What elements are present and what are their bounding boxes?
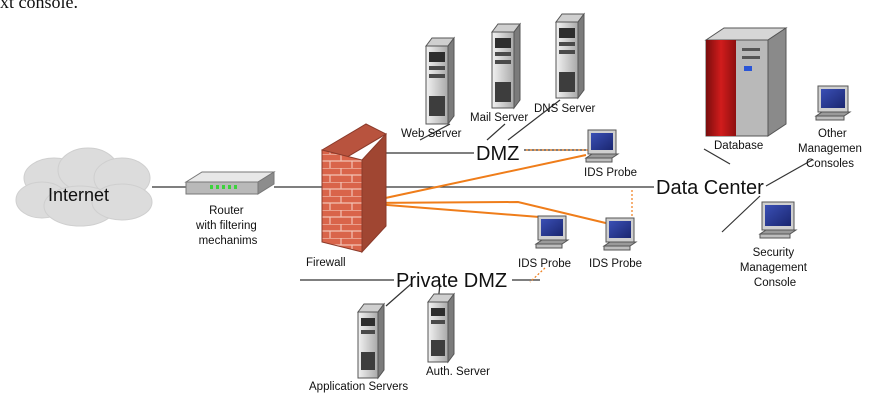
link-security-console bbox=[721, 195, 761, 233]
probe-link-right bbox=[361, 200, 615, 226]
mail-server-label: Mail Server bbox=[470, 112, 528, 124]
ids-probe-top-icon bbox=[584, 129, 620, 163]
dmz-zone-label: DMZ bbox=[476, 143, 519, 165]
other-consoles-icon bbox=[814, 85, 852, 121]
ids-probe-right-icon bbox=[602, 217, 638, 251]
web-server-icon bbox=[425, 36, 455, 126]
ids-probe-top-label: IDS Probe bbox=[584, 167, 637, 179]
internet-label: Internet bbox=[48, 185, 109, 205]
auth-server-label: Auth. Server bbox=[426, 366, 490, 378]
probe-link-top bbox=[361, 154, 587, 204]
auth-server-icon bbox=[427, 292, 455, 364]
application-servers-label: Application Servers bbox=[309, 381, 408, 393]
firewall-label: Firewall bbox=[306, 257, 346, 269]
database-label: Database bbox=[714, 140, 763, 152]
other-consoles-label: Other Managemen Consoles bbox=[798, 128, 865, 170]
link-database bbox=[703, 148, 731, 165]
firewall-icon bbox=[320, 123, 388, 254]
data-center-zone-label: Data Center bbox=[656, 177, 764, 199]
link-web-server bbox=[419, 123, 451, 141]
probe-dotted-private bbox=[529, 267, 546, 283]
probe-link-left bbox=[361, 202, 553, 219]
web-server-label: Web Server bbox=[401, 128, 462, 140]
ids-probe-right-label: IDS Probe bbox=[589, 258, 642, 270]
header-text-fragment: xt console. bbox=[0, 0, 78, 12]
security-console-label: Security Management Console bbox=[740, 247, 810, 289]
ids-probe-left-label: IDS Probe bbox=[518, 258, 571, 270]
ids-probe-left-icon bbox=[534, 215, 570, 249]
application-server-icon bbox=[357, 302, 385, 380]
internet-cloud: Internet bbox=[15, 147, 153, 227]
link-dns-server bbox=[507, 99, 561, 141]
dns-server-label: DNS Server bbox=[534, 103, 596, 115]
link-app-servers bbox=[385, 283, 412, 307]
security-console-icon bbox=[758, 201, 798, 239]
database-icon bbox=[704, 27, 788, 137]
probe-links bbox=[361, 154, 615, 226]
router-label: Router with filtering mechanims bbox=[195, 205, 260, 247]
probe-dotted-links bbox=[526, 149, 633, 283]
mail-server-icon bbox=[491, 22, 521, 110]
link-other-consoles bbox=[765, 159, 813, 187]
router-icon bbox=[184, 171, 276, 195]
private-dmz-zone-label: Private DMZ bbox=[396, 270, 507, 292]
link-mail-server bbox=[486, 123, 506, 141]
dns-server-icon bbox=[555, 12, 585, 100]
